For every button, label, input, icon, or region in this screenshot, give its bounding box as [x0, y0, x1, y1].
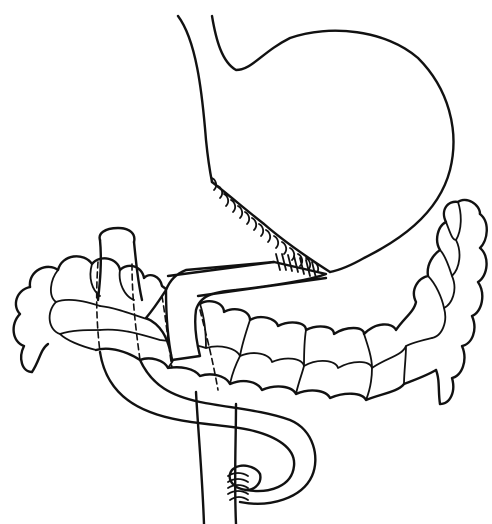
transverse-colon — [14, 200, 487, 404]
stomach — [178, 16, 453, 272]
gastrojejunal-anastomosis — [146, 254, 326, 360]
